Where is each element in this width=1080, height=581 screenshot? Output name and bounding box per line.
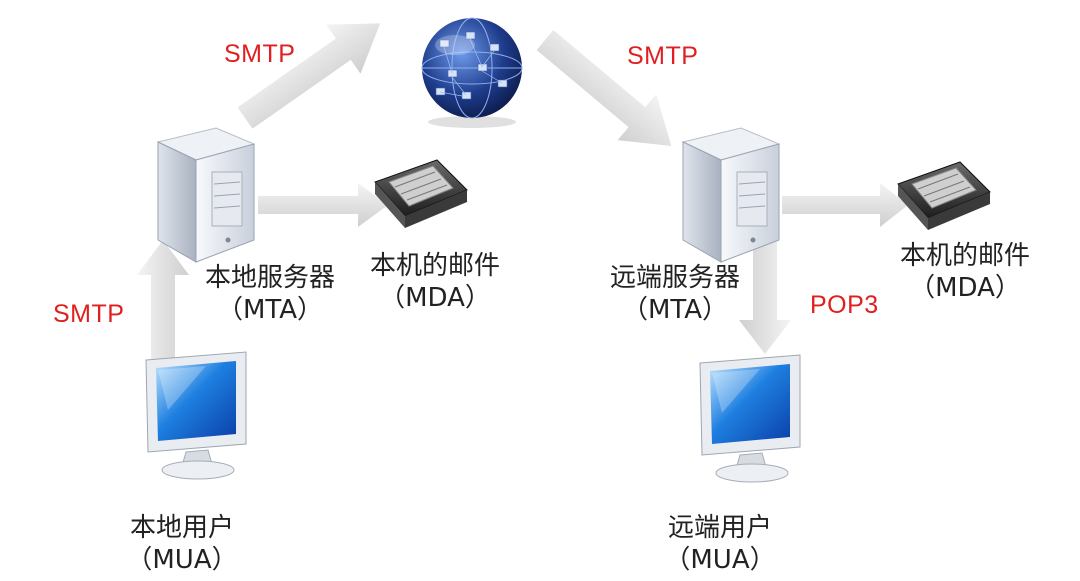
arrow-icon (137, 240, 189, 365)
protocol-label-pop3: POP3 (810, 291, 879, 319)
server-icon (156, 127, 256, 263)
local-server-label: 本地服务器 （MTA） (190, 262, 350, 326)
remote-user-label: 远端用户 （MUA） (650, 512, 790, 576)
arrow-icon (739, 242, 791, 354)
arrow-icon (258, 183, 388, 227)
monitor-icon (145, 351, 247, 480)
local-user-name: 本地用户 (129, 513, 234, 543)
protocol-label-smtp-relay: SMTP (627, 42, 699, 70)
local-server-role: （MTA） (216, 295, 324, 325)
server-icon (681, 127, 781, 263)
local-mailbox-role: （MDA） (379, 283, 491, 313)
monitor-icon (699, 354, 801, 483)
remote-server-name: 远端服务器 (609, 263, 740, 293)
local-user-role: （MUA） (126, 545, 238, 575)
arrow-icon (782, 183, 908, 227)
remote-server-role: （MTA） (621, 295, 729, 325)
remote-user-name: 远端用户 (667, 513, 772, 543)
globe-icon (421, 17, 523, 128)
arrow-icon (237, 23, 381, 129)
local-mailbox-name: 本机的邮件 (369, 251, 500, 281)
remote-mailbox-role: （MDA） (909, 273, 1021, 303)
hard-drive-icon (374, 159, 468, 228)
arrow-icon (536, 30, 672, 147)
hard-drive-icon (897, 161, 991, 230)
local-server-name: 本地服务器 (204, 263, 335, 293)
remote-server-label: 远端服务器 （MTA） (595, 262, 755, 326)
local-mailbox-label: 本机的邮件 （MDA） (355, 250, 515, 314)
remote-user-role: （MUA） (664, 545, 776, 575)
local-user-label: 本地用户 （MUA） (112, 512, 252, 576)
remote-mailbox-label: 本机的邮件 （MDA） (885, 240, 1045, 304)
protocol-label-smtp-submit: SMTP (53, 300, 125, 328)
protocol-label-smtp-outbound: SMTP (224, 40, 296, 68)
remote-mailbox-name: 本机的邮件 (899, 241, 1030, 271)
